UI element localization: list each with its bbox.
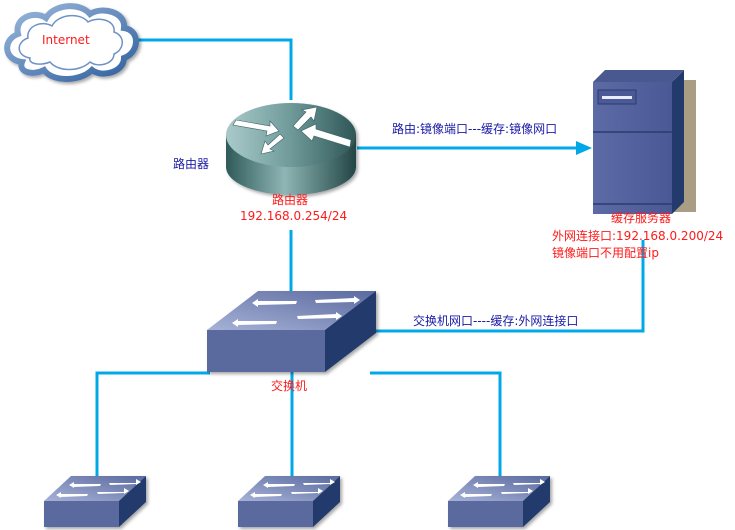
link-internet-router [132, 38, 293, 100]
router-name-label: 路由器 [272, 193, 309, 207]
cache-server[interactable] [593, 70, 696, 214]
server-drive-slot [602, 96, 632, 99]
link-core-switch-cache-server [376, 240, 645, 333]
arrowhead-icon [576, 141, 592, 155]
core-switch[interactable] [207, 291, 376, 372]
access-switch-3[interactable] [448, 476, 550, 527]
server-side [672, 70, 684, 214]
server-top [593, 70, 684, 82]
cache-server-ip-label: 外网连接口:192.168.0.200/24 [552, 229, 724, 243]
core-switch-label: 交换机 [271, 379, 308, 393]
link-core-switch-access-left [95, 371, 210, 476]
router-ip-label: 192.168.0.254/24 [240, 209, 348, 223]
switch-icon [232, 296, 360, 327]
switch-icon [460, 479, 545, 498]
link-label-switch-cache: 交换机网口----缓存:外网连接口 [413, 314, 579, 328]
switch-side [325, 291, 376, 372]
cache-server-note-label: 镜像端口不用配置ip [552, 246, 659, 260]
router[interactable] [226, 103, 356, 195]
cloud-inner-outline [18, 14, 123, 71]
router-icon [232, 106, 352, 155]
access-switch-2[interactable] [238, 476, 340, 527]
switch-icon [56, 479, 141, 498]
link-label-router-cache: 路由:镜像端口---缓存:镜像网口 [392, 122, 558, 136]
links [95, 38, 645, 476]
router-side-label: 路由器 [173, 157, 210, 171]
link-core-switch-access-right [370, 371, 502, 476]
switch-icon [250, 479, 335, 498]
internet-cloud[interactable] [4, 3, 139, 82]
access-switch-1[interactable] [44, 476, 146, 527]
cache-server-name-label: 缓存服务器 [611, 211, 672, 225]
switch-front [207, 330, 325, 372]
internet-label: Internet [42, 33, 90, 47]
router-top [226, 103, 356, 167]
